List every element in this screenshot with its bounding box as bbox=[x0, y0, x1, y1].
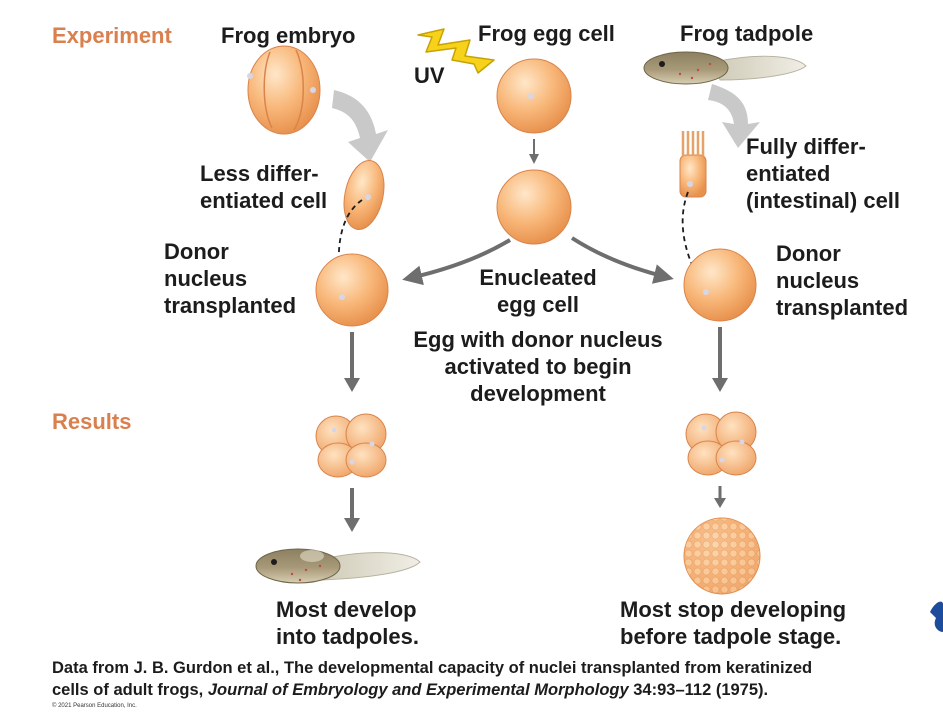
label-less-diff-line1: Less differ- bbox=[200, 161, 319, 186]
caption-line2-start: cells of adult frogs, bbox=[52, 681, 208, 699]
arrow-left-to-results bbox=[344, 332, 360, 392]
arrow-enucleated-to-left bbox=[402, 238, 512, 286]
label-donor-left-line3: transplanted bbox=[164, 293, 297, 318]
cleavage-embryo-left bbox=[315, 413, 387, 478]
edge-mark-icon bbox=[930, 601, 943, 632]
label-donor-left: Donor nucleus transplanted bbox=[164, 238, 296, 319]
arrested-blastula bbox=[683, 517, 761, 595]
less-differentiated-cell bbox=[343, 160, 385, 230]
egg-with-donor-nucleus-left bbox=[315, 253, 389, 327]
label-less-diff-line2: entiated cell bbox=[200, 188, 328, 213]
label-most-stop-line2: before tadpole stage. bbox=[620, 624, 842, 649]
egg-with-donor-nucleus-right bbox=[683, 248, 757, 322]
enucleated-egg-cell bbox=[496, 169, 572, 245]
section-experiment: Experiment bbox=[52, 23, 172, 48]
label-uv: UV bbox=[414, 63, 445, 88]
label-donor-right-line1: Donor bbox=[776, 241, 841, 266]
label-donor-right-line3: transplanted bbox=[776, 295, 909, 320]
tadpole-result bbox=[255, 548, 421, 584]
caption-line2-end: 34:93–112 (1975). bbox=[628, 681, 769, 699]
label-donor-left-line1: Donor bbox=[164, 239, 229, 264]
intestinal-cell bbox=[679, 131, 707, 198]
label-most-develop-line2: into tadpoles. bbox=[276, 624, 419, 649]
label-activated-line2: activated to begin bbox=[444, 354, 632, 379]
label-frog-egg-cell: Frog egg cell bbox=[478, 21, 615, 46]
label-enucleated-line2: egg cell bbox=[497, 292, 579, 317]
label-most-stop: Most stop developing before tadpole stag… bbox=[620, 596, 846, 650]
caption-journal: Journal of Embryology and Experimental M… bbox=[207, 681, 629, 699]
arrow-right-to-results bbox=[712, 327, 728, 392]
arrow-tadpole-to-cell bbox=[708, 84, 760, 148]
uv-lightning-icon bbox=[417, 28, 495, 74]
label-fully-differentiated: Fully differ- entiated (intestinal) cell bbox=[746, 133, 900, 214]
copyright-notice: © 2021 Pearson Education, Inc. bbox=[52, 703, 137, 709]
label-most-develop: Most develop into tadpoles. bbox=[276, 596, 419, 650]
label-fully-diff-line2: entiated bbox=[746, 161, 831, 186]
label-activated-line3: development bbox=[470, 381, 606, 406]
arrow-embryo-to-cell bbox=[332, 90, 388, 162]
caption-line1: Data from J. B. Gurdon et al., The devel… bbox=[52, 659, 813, 677]
frog-embryo-cell bbox=[247, 45, 321, 135]
label-activated: Egg with donor nucleus activated to begi… bbox=[400, 326, 676, 407]
label-most-develop-line1: Most develop bbox=[276, 597, 417, 622]
arrow-left-to-outcome bbox=[344, 488, 360, 532]
label-donor-left-line2: nucleus bbox=[164, 266, 248, 291]
label-frog-tadpole: Frog tadpole bbox=[680, 21, 814, 46]
cleavage-embryo-right bbox=[685, 411, 757, 476]
label-less-differentiated: Less differ- entiated cell bbox=[200, 160, 327, 214]
label-frog-embryo: Frog embryo bbox=[221, 23, 356, 48]
label-enucleated-line1: Enucleated bbox=[479, 265, 597, 290]
label-donor-right: Donor nucleus transplanted bbox=[776, 240, 908, 321]
section-results: Results bbox=[52, 409, 132, 434]
label-most-stop-line1: Most stop developing bbox=[620, 597, 847, 622]
arrow-enucleated-to-right bbox=[570, 236, 674, 284]
label-fully-diff-line3: (intestinal) cell bbox=[746, 188, 901, 213]
frog-tadpole-top bbox=[643, 51, 807, 85]
label-fully-diff-line1: Fully differ- bbox=[746, 134, 866, 159]
label-donor-right-line2: nucleus bbox=[776, 268, 860, 293]
caption-line2: cells of adult frogs, Journal of Embryol… bbox=[52, 679, 812, 701]
label-activated-line1: Egg with donor nucleus bbox=[413, 327, 663, 352]
source-caption: Data from J. B. Gurdon et al., The devel… bbox=[52, 657, 812, 701]
frog-egg-cell bbox=[496, 58, 572, 134]
label-enucleated: Enucleated egg cell bbox=[464, 264, 612, 318]
arrow-right-to-outcome bbox=[714, 486, 726, 508]
